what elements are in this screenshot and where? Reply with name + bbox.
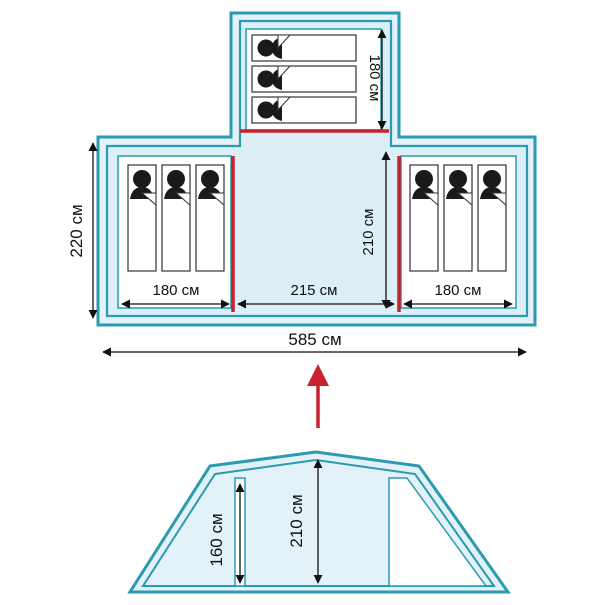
right-room-width-label: 180 см	[434, 282, 481, 299]
left-room-sleepers	[127, 164, 225, 272]
sleeping-person-icon	[195, 164, 225, 272]
sleeping-person-icon	[251, 65, 357, 93]
sleeping-person-icon	[251, 34, 357, 62]
sleeping-person-icon	[161, 164, 191, 272]
top-room-depth-label: 180 см	[366, 54, 383, 101]
plan-dimensions	[88, 29, 527, 357]
side-wall-right	[388, 477, 488, 587]
sleeping-person-icon	[127, 164, 157, 272]
center-height-label: 210 см	[287, 494, 306, 547]
front-elevation: 160 см 210 см	[127, 450, 511, 594]
sleeping-person-icon	[251, 96, 357, 124]
total-width-label: 585 см	[288, 330, 341, 349]
sleeping-person-icon	[477, 164, 507, 272]
sleeping-person-icon	[443, 164, 473, 272]
vestibule-depth-label: 210 см	[360, 208, 377, 255]
right-room-sleepers	[409, 164, 507, 272]
sleeping-person-icon	[409, 164, 439, 272]
arrow-up-icon	[307, 364, 329, 428]
side-height-label: 160 см	[207, 513, 226, 566]
top-room-sleepers	[251, 34, 357, 124]
vestibule-width-label: 215 см	[290, 282, 337, 299]
tent-silhouette-inner	[141, 458, 496, 587]
elevation-dimensions	[235, 459, 323, 584]
left-room-width-label: 180 см	[152, 282, 199, 299]
floor-plan: 180 см 180 см 215 см 180 см 220 см 210 с…	[67, 11, 537, 357]
room-depth-label: 220 см	[67, 204, 86, 257]
